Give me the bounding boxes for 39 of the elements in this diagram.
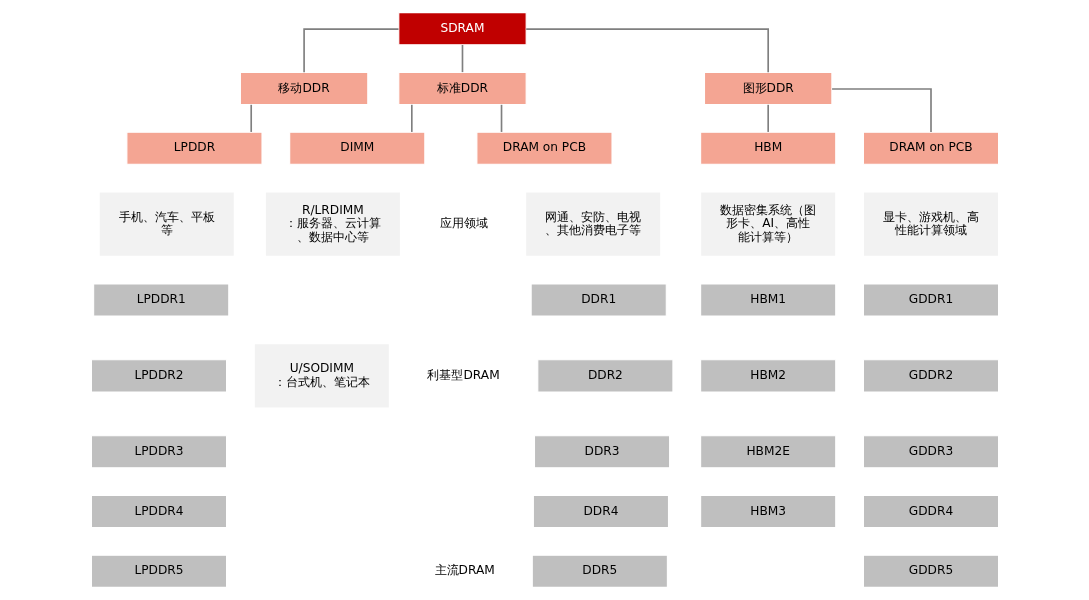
node-box: GDDR5 — [862, 554, 999, 588]
node-box: 图形DDR — [703, 71, 832, 106]
connector — [249, 103, 252, 133]
node-box: GDDR3 — [862, 435, 999, 469]
node-box: DDR3 — [533, 435, 670, 469]
node-box: GDDR4 — [862, 494, 999, 529]
node-box: DIMM — [288, 131, 425, 165]
node-box: HBM3 — [699, 494, 836, 529]
node-box: DDR4 — [532, 494, 669, 529]
connector — [461, 44, 463, 73]
connector — [302, 28, 399, 74]
node-box: GDDR2 — [862, 359, 999, 393]
connector — [410, 103, 413, 133]
label: 主流DRAM — [434, 563, 495, 578]
node-box: 移动DDR — [239, 71, 368, 106]
label: 利基型DRAM — [427, 367, 500, 382]
node-box: GDDR1 — [862, 283, 999, 317]
node-box: 标准DDR — [397, 71, 527, 106]
node-box: DDR2 — [536, 359, 673, 393]
node-box: SDRAM — [397, 12, 527, 46]
node-box: LPDDR4 — [90, 494, 227, 529]
node-box: LPDDR2 — [90, 359, 227, 393]
node-box: DRAM on PCB — [862, 131, 999, 165]
label: 应用领域 — [439, 216, 488, 231]
node-box: HBM2 — [699, 359, 836, 393]
node-box: DDR1 — [530, 283, 667, 317]
node-box: LPDDR3 — [90, 435, 227, 469]
node-box: LPDDR1 — [92, 283, 229, 317]
node-box: HBM1 — [699, 283, 836, 317]
node-box: LPDDR5 — [90, 554, 227, 588]
node-box: DRAM on PCB — [475, 131, 613, 165]
connector — [830, 88, 932, 133]
node-box: LPDDR — [125, 131, 263, 165]
connector — [524, 28, 769, 74]
node-box: DDR5 — [531, 554, 668, 588]
connector — [500, 103, 502, 133]
connector — [766, 103, 769, 133]
node-box: HBM — [699, 131, 836, 165]
node-box: HBM2E — [699, 435, 836, 469]
